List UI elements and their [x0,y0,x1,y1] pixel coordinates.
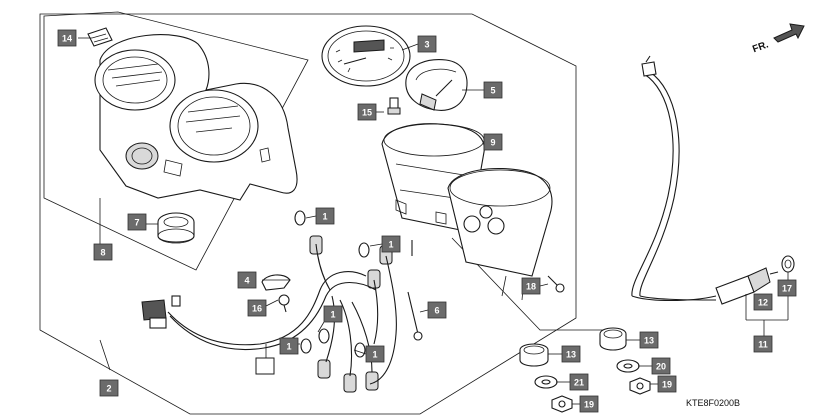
callout-12: 12 [753,293,773,311]
wire-clamp [261,274,291,291]
washer-part [534,359,640,389]
svg-text:8: 8 [100,248,105,258]
callout-4: 4 [237,271,257,289]
instrument-group-outline [39,13,577,415]
callout-1d: 1 [279,337,299,355]
callout-5: 5 [483,81,503,99]
svg-text:11: 11 [758,340,768,350]
arrow-icon [773,23,805,43]
svg-text:19: 19 [662,380,672,390]
svg-text:1: 1 [286,342,291,352]
svg-text:15: 15 [362,108,372,118]
callout-19b: 19 [657,375,677,393]
svg-text:13: 13 [644,336,654,346]
mounting-screw [278,294,290,313]
speedometer-cable [631,55,795,305]
svg-text:2: 2 [106,384,111,394]
callout-16: 16 [247,299,267,317]
svg-text:3: 3 [424,40,429,50]
speedometer [321,25,411,87]
svg-text:5: 5 [490,86,495,96]
svg-text:18: 18 [526,282,536,292]
callout-14: 14 [57,29,77,47]
callout-19a: 19 [579,395,599,413]
callout-15: 15 [357,103,377,121]
figure-code: KTE8F0200B [686,398,740,408]
callout-3: 3 [417,35,437,53]
bulb-set [294,210,393,393]
callout-6: 6 [427,301,447,319]
svg-text:9: 9 [490,138,495,148]
callout-2: 2 [99,379,119,397]
meter-case [94,34,298,201]
svg-text:20: 20 [656,362,666,372]
svg-text:1: 1 [388,240,393,250]
callout-13a: 13 [561,345,581,363]
svg-text:14: 14 [62,34,72,44]
callout-1b: 1 [381,235,401,253]
callout-13b: 13 [639,331,659,349]
callout-1e: 1 [365,345,385,363]
fuel-gauge [405,59,468,111]
long-screw [407,291,423,341]
meter-housing [381,123,553,301]
callout-7: 7 [127,213,147,231]
callout-21: 21 [569,373,589,391]
svg-text:1: 1 [330,310,335,320]
callout-9: 9 [483,133,503,151]
svg-text:7: 7 [134,218,139,228]
svg-text:17: 17 [782,284,792,294]
svg-text:16: 16 [252,304,262,314]
rubber-mount-left [519,343,549,367]
rubber-mount-right [599,327,627,351]
callout-1c: 1 [323,305,343,323]
direction-label: FR. [751,39,770,55]
callout-17: 17 [777,279,797,297]
svg-text:6: 6 [434,306,439,316]
callout-11: 11 [753,335,773,353]
callout-18: 18 [521,277,541,295]
svg-text:1: 1 [372,350,377,360]
empty-callout-box [255,357,275,375]
svg-text:1: 1 [322,212,327,222]
decal-part [87,27,113,47]
svg-text:19: 19 [584,400,594,410]
callout-20: 20 [651,357,671,375]
front-direction-indicator [773,23,805,43]
wire-harness [141,243,397,385]
bulb-socket [387,97,401,115]
svg-text:4: 4 [244,276,249,286]
leader-case-lower [451,237,612,331]
svg-text:21: 21 [574,378,584,388]
nut-part [551,377,651,413]
svg-text:12: 12 [758,298,768,308]
callout-1a: 1 [315,207,335,225]
callout-8: 8 [93,243,113,261]
rubber-grommet [157,212,195,244]
svg-text:13: 13 [566,350,576,360]
tapping-screw [547,275,565,293]
leader-lines [78,37,789,405]
